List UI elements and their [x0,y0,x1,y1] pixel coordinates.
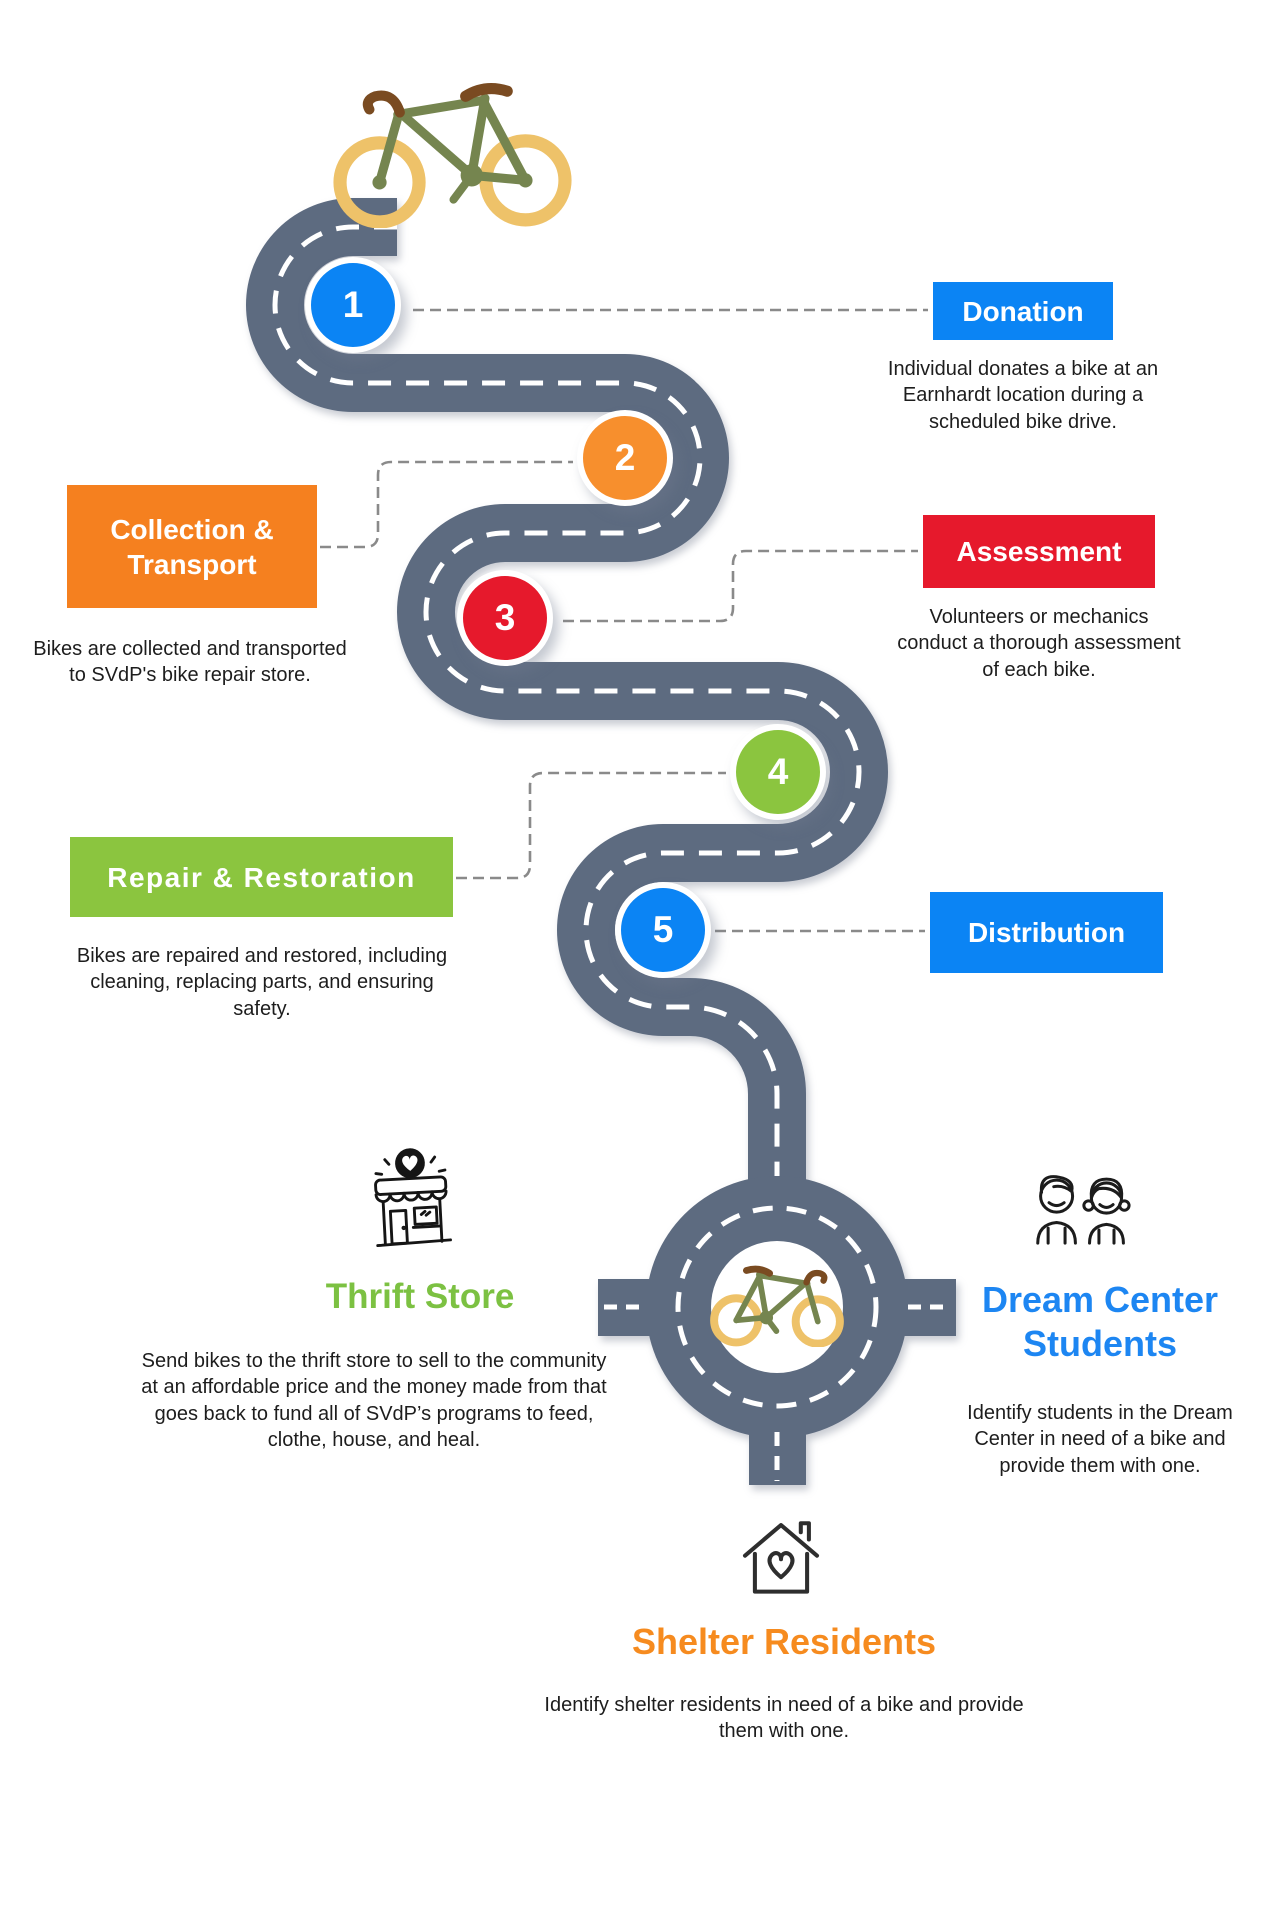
step-label-donation: Donation [933,282,1113,340]
dashed-connectors [320,308,928,933]
destination-title-shelter-residents: Shelter Residents [631,1621,937,1662]
connector-step2 [320,460,573,549]
students-icon [1036,1175,1131,1245]
milestone-circle-1: 1 [305,257,401,353]
step-label-collection-transport: Collection & Transport [67,485,317,608]
roundabout-bicycle-icon [710,1265,844,1347]
connector-step3 [563,549,918,623]
step-label-distribution: Distribution [930,892,1163,973]
house-heart-icon [742,1521,820,1594]
milestone-number: 2 [614,437,636,478]
destination-title-thrift-store: Thrift Store [325,1277,515,1316]
milestone-circle-4: 4 [730,724,826,820]
milestone-circle-3: 3 [457,570,553,666]
step-label-assessment: Assessment [923,515,1155,588]
step-description-collection-transport: Bikes are collected and transported to S… [33,638,347,687]
milestone-circle-5: 5 [615,882,711,978]
milestone-circle-2: 2 [577,410,673,506]
step-label-repair-restoration: Repair & Restoration [70,837,453,917]
step-description-donation: Individual donates a bike at an Earnhard… [887,358,1159,433]
destination-title-dream-center-students: Dream Center Students [981,1279,1219,1364]
step-description-assessment: Volunteers or mechanics conduct a thorou… [897,606,1181,681]
step-description-repair-restoration: Bikes are repaired and restored, includi… [76,945,448,1020]
bicycle-icon [333,83,572,228]
road-center-lines [272,224,951,1481]
destination-description-dream-center-students: Identify students in the Dream Center in… [967,1402,1233,1477]
connector-step4 [456,771,726,880]
milestone-number: 3 [494,597,516,638]
destination-description-shelter-residents: Identify shelter residents in need of a … [544,1694,1024,1743]
destination-description-thrift-store: Send bikes to the thrift store to sell t… [141,1350,607,1452]
milestone-number: 5 [652,909,674,950]
milestone-number: 4 [767,751,789,792]
milestone-number: 1 [342,284,364,325]
storefront-heart-icon [374,1148,452,1248]
